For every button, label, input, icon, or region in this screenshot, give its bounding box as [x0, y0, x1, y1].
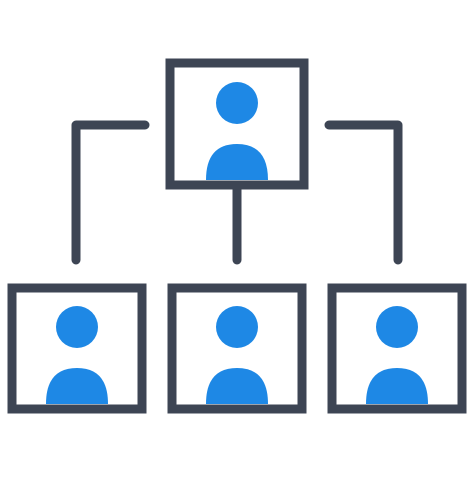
person-body-icon [206, 368, 268, 404]
person-body-icon [366, 368, 428, 404]
person-body-icon [46, 368, 108, 404]
node-top [165, 58, 309, 190]
person-body-icon [206, 144, 268, 180]
node-bottom-left [7, 283, 147, 414]
left-connector [71, 120, 150, 265]
connectors [71, 120, 403, 265]
node-bottom-center [167, 283, 307, 414]
node-frame [7, 283, 147, 414]
node-bottom-right [327, 283, 467, 414]
right-connector [324, 120, 403, 265]
person-head-icon [216, 82, 258, 124]
node-frame [327, 283, 467, 414]
person-head-icon [216, 306, 258, 348]
node-frame [165, 58, 309, 190]
person-head-icon [376, 306, 418, 348]
person-head-icon [56, 306, 98, 348]
node-frame [167, 283, 307, 414]
